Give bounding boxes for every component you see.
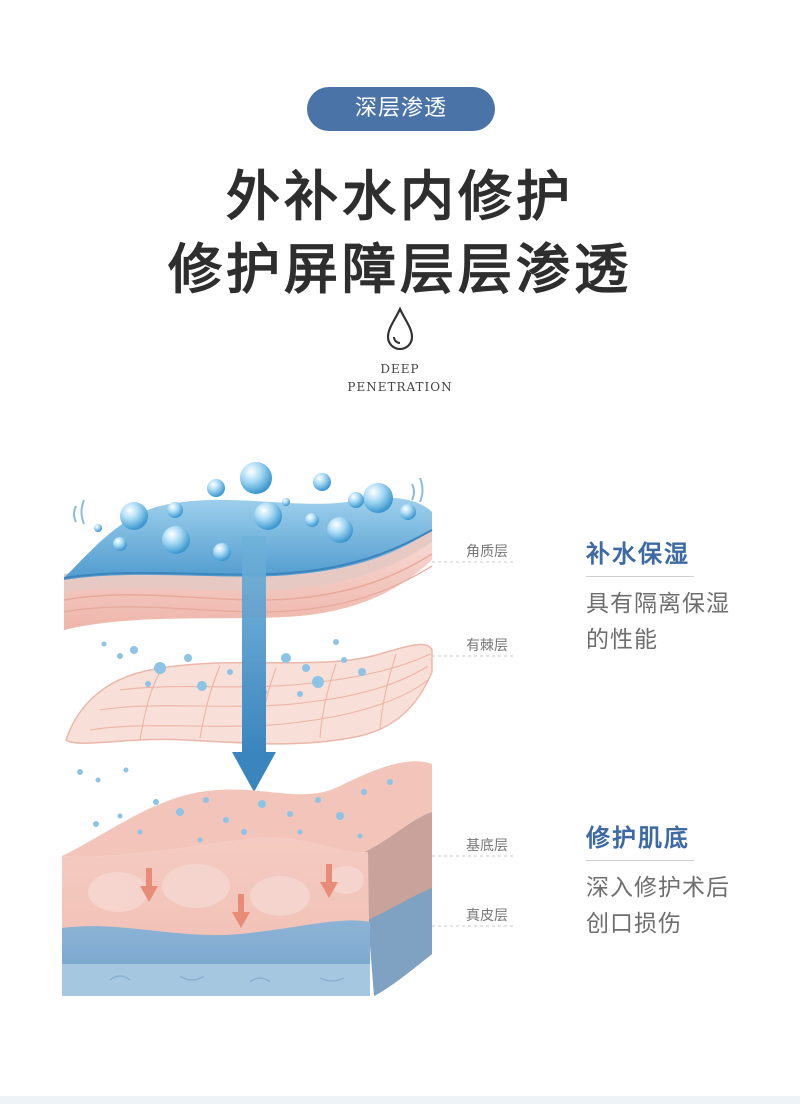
- feature-title-hydration: 补水保湿: [586, 540, 690, 568]
- deep-penetration-badge: 深层渗透: [307, 87, 495, 131]
- basal-dermis-block: [62, 761, 432, 996]
- headline-line-2: 修护屏障层层渗透: [168, 238, 632, 301]
- feature-desc-repair-line-2: 创口损伤: [586, 911, 682, 937]
- feature-divider: [586, 576, 694, 577]
- water-bubbles: [94, 462, 416, 561]
- water-droplets-deep: [77, 767, 393, 843]
- skin-layers-illustration: [62, 462, 515, 996]
- label-spinous: 有棘层: [466, 638, 508, 654]
- label-basal: 基底层: [466, 838, 508, 854]
- label-leader-lines: [432, 561, 515, 927]
- motion-marks: [73, 477, 424, 525]
- penetration-arrow-icon: [232, 536, 276, 792]
- headline-line-1: 外补水内修护: [226, 165, 574, 228]
- label-dermis: 真皮层: [466, 908, 508, 924]
- bottom-band: [0, 1096, 800, 1104]
- subtitle-en-line-1: DEEP: [380, 362, 420, 376]
- feature-divider: [586, 860, 694, 861]
- water-drop-icon: [386, 306, 414, 351]
- subtitle-en-line-2: PENETRATION: [347, 380, 453, 394]
- feature-desc-hydration-line-2: 的性能: [586, 627, 658, 653]
- label-stratum-corneum: 角质层: [466, 544, 508, 560]
- feature-desc-repair-line-1: 深入修护术后: [586, 875, 730, 901]
- feature-desc-hydration-line-1: 具有隔离保湿: [586, 591, 730, 617]
- feature-title-repair: 修护肌底: [586, 824, 690, 852]
